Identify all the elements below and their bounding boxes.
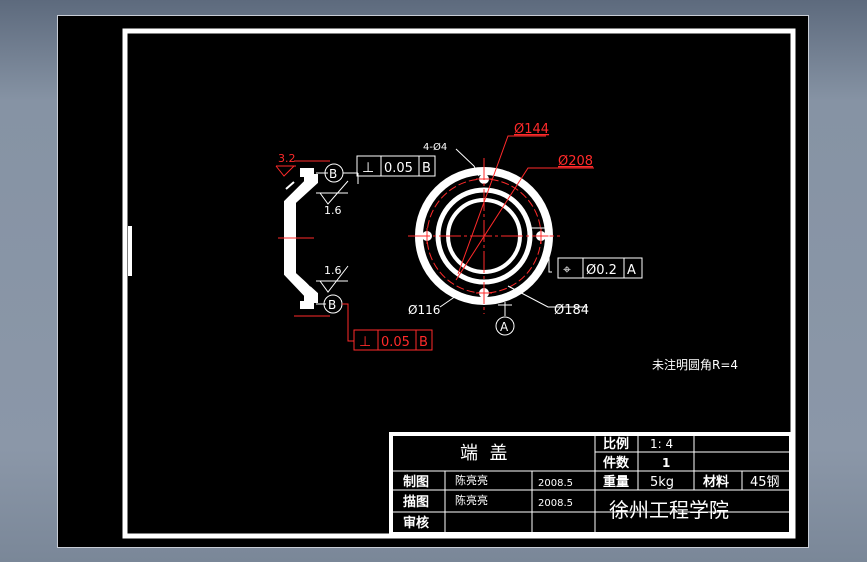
traced-label: 描图: [403, 494, 429, 510]
tolerance-position-value: Ø0.2: [586, 263, 617, 278]
datum-b-top-label: B: [329, 167, 337, 181]
drawing-canvas[interactable]: 3.2 B ⊥ 0.05 B 1.6 B 1.6 ⊥ 0.05 B: [58, 16, 808, 547]
dim-holes: 4-Ø4: [423, 141, 447, 153]
side-view-centerlines: [278, 160, 330, 317]
tolerance-frame-top: [356, 155, 436, 177]
tolerance-top-datum: B: [422, 161, 431, 176]
sheet-border: [122, 28, 796, 539]
drawn-name: 陈亮亮: [455, 473, 488, 487]
drawn-label: 制图: [403, 474, 429, 490]
tolerance-position-symbol: ⌖: [563, 262, 571, 278]
datum-a-label: A: [500, 320, 509, 334]
roughness-bottom-value: 1.6: [324, 264, 342, 277]
white-leaders: [439, 148, 588, 308]
material-value: 45钢: [750, 475, 780, 490]
material-label: 材料: [703, 474, 729, 490]
scale-value: 1: 4: [650, 437, 673, 451]
institution-name: 徐州工程学院: [609, 498, 729, 522]
tolerance-bottom-datum: B: [419, 335, 428, 350]
tolerance-frame-bottom: [353, 329, 433, 351]
scale-label: 比例: [603, 436, 629, 452]
drawn-date: 2008.5: [538, 478, 573, 489]
tolerance-position-datum: A: [627, 263, 636, 278]
roughness-bottom: [316, 265, 349, 293]
tolerance-bottom-value: 0.05: [381, 335, 410, 350]
chamfer-value: 3.2: [278, 152, 296, 165]
cad-viewport[interactable]: 3.2 B ⊥ 0.05 B 1.6 B 1.6 ⊥ 0.05 B: [57, 15, 809, 548]
traced-date: 2008.5: [538, 498, 573, 509]
roughness-top: [316, 180, 349, 205]
datum-a: A: [495, 302, 515, 336]
roughness-top-value: 1.6: [324, 204, 342, 217]
tolerance-top-value: 0.05: [384, 161, 413, 176]
traced-name: 陈亮亮: [455, 493, 488, 507]
side-view: [284, 168, 318, 309]
tolerance-top-symbol: ⊥: [362, 160, 374, 176]
dim-d184: Ø184: [554, 303, 589, 318]
tolerance-bottom-symbol: ⊥: [359, 334, 371, 350]
dim-d144: Ø144: [514, 122, 549, 137]
datum-b-top: B: [316, 163, 359, 184]
check-label: 审核: [403, 515, 429, 531]
datum-b-bottom: B: [316, 294, 354, 342]
qty-value: 1: [662, 456, 670, 470]
part-name: 端 盖: [460, 443, 507, 464]
qty-label: 件数: [603, 455, 630, 471]
tolerance-frame-position: [557, 257, 643, 279]
title-block: [389, 432, 793, 536]
fillet-note: 未注明圆角R=4: [652, 357, 738, 372]
datum-b-bottom-label: B: [328, 298, 336, 312]
weight-value: 5kg: [650, 475, 674, 490]
dim-d116: Ø116: [408, 303, 440, 317]
chamfer-annotation: 3.2: [275, 152, 296, 177]
dimension-leaders: [455, 135, 594, 281]
weight-label: 重量: [603, 474, 629, 490]
dim-d208: Ø208: [558, 154, 593, 169]
viewport-tab-mark: [128, 226, 132, 276]
